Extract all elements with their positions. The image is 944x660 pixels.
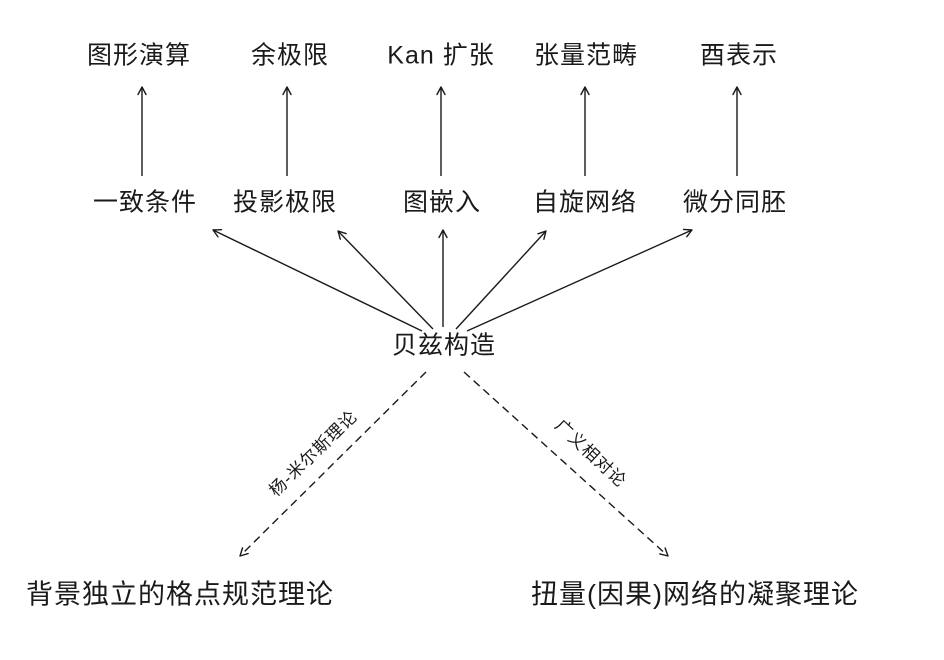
node-top-4: 张量范畴 [533,41,639,70]
node-top-2: 余极限 [250,41,330,70]
arrow-center-to-col4 [455,230,547,330]
arrow-center-to-col2 [337,230,434,330]
arrow-center-to-col1 [212,228,423,332]
node-middle-3: 图嵌入 [402,188,482,217]
node-middle-1: 一致条件 [92,188,198,217]
node-top-5: 酉表示 [699,41,779,70]
node-bottom-right: 扭量(因果)网络的凝聚理论 [531,579,859,610]
node-center: 贝兹构造 [391,331,497,360]
arrow-center-to-col5 [466,228,693,332]
node-middle-2: 投影极限 [232,188,338,217]
arrow-center-to-bottom-left [239,371,427,557]
node-bottom-left: 背景独立的格点规范理论 [26,579,334,610]
node-top-1: 图形演算 [86,41,192,70]
node-middle-4: 自旋网络 [532,188,638,217]
arrow-center-to-bottom-right [463,371,669,557]
node-middle-5: 微分同胚 [682,188,788,217]
node-top-3: Kan 扩张 [387,41,495,70]
